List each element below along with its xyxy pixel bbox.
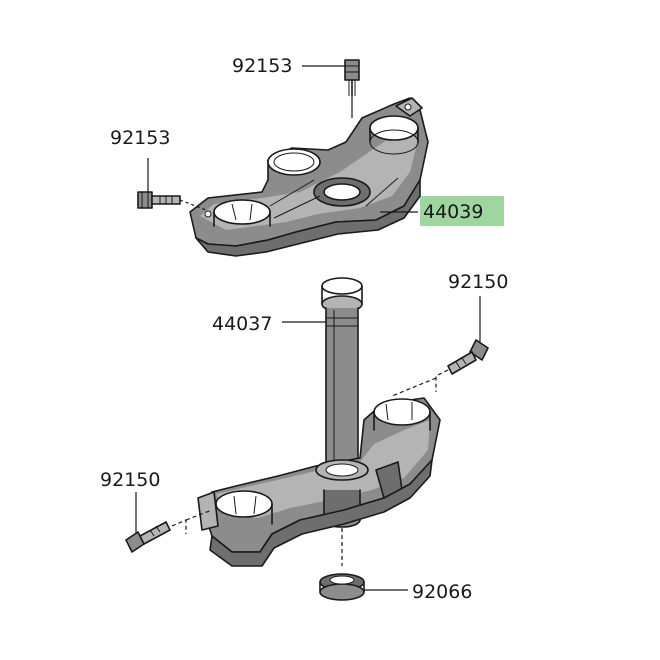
callout-44039: 44039 [423,201,483,223]
dust-seal[interactable] [319,573,365,601]
bolt-lower-right[interactable] [447,339,489,375]
steering-stem[interactable] [321,277,363,467]
callout-92150-left: 92150 [100,469,160,491]
callout-92066: 92066 [412,581,472,603]
callout-92153-top: 92153 [232,55,292,77]
leader-top-left-axis [179,199,207,211]
leader-lower-left-axis [171,509,213,534]
callout-92153-left: 92153 [110,127,170,149]
part-highlight [420,196,504,226]
bolt-top-center[interactable] [344,59,360,97]
callout-92150-right: 92150 [448,271,508,293]
callout-44037: 44037 [212,313,272,335]
bolt-lower-left[interactable] [125,521,171,553]
upper-triple-clamp[interactable] [189,97,429,257]
lower-triple-clamp[interactable] [197,397,441,567]
bolt-top-left[interactable] [137,191,181,209]
leader-lower-right-axis [391,369,449,397]
